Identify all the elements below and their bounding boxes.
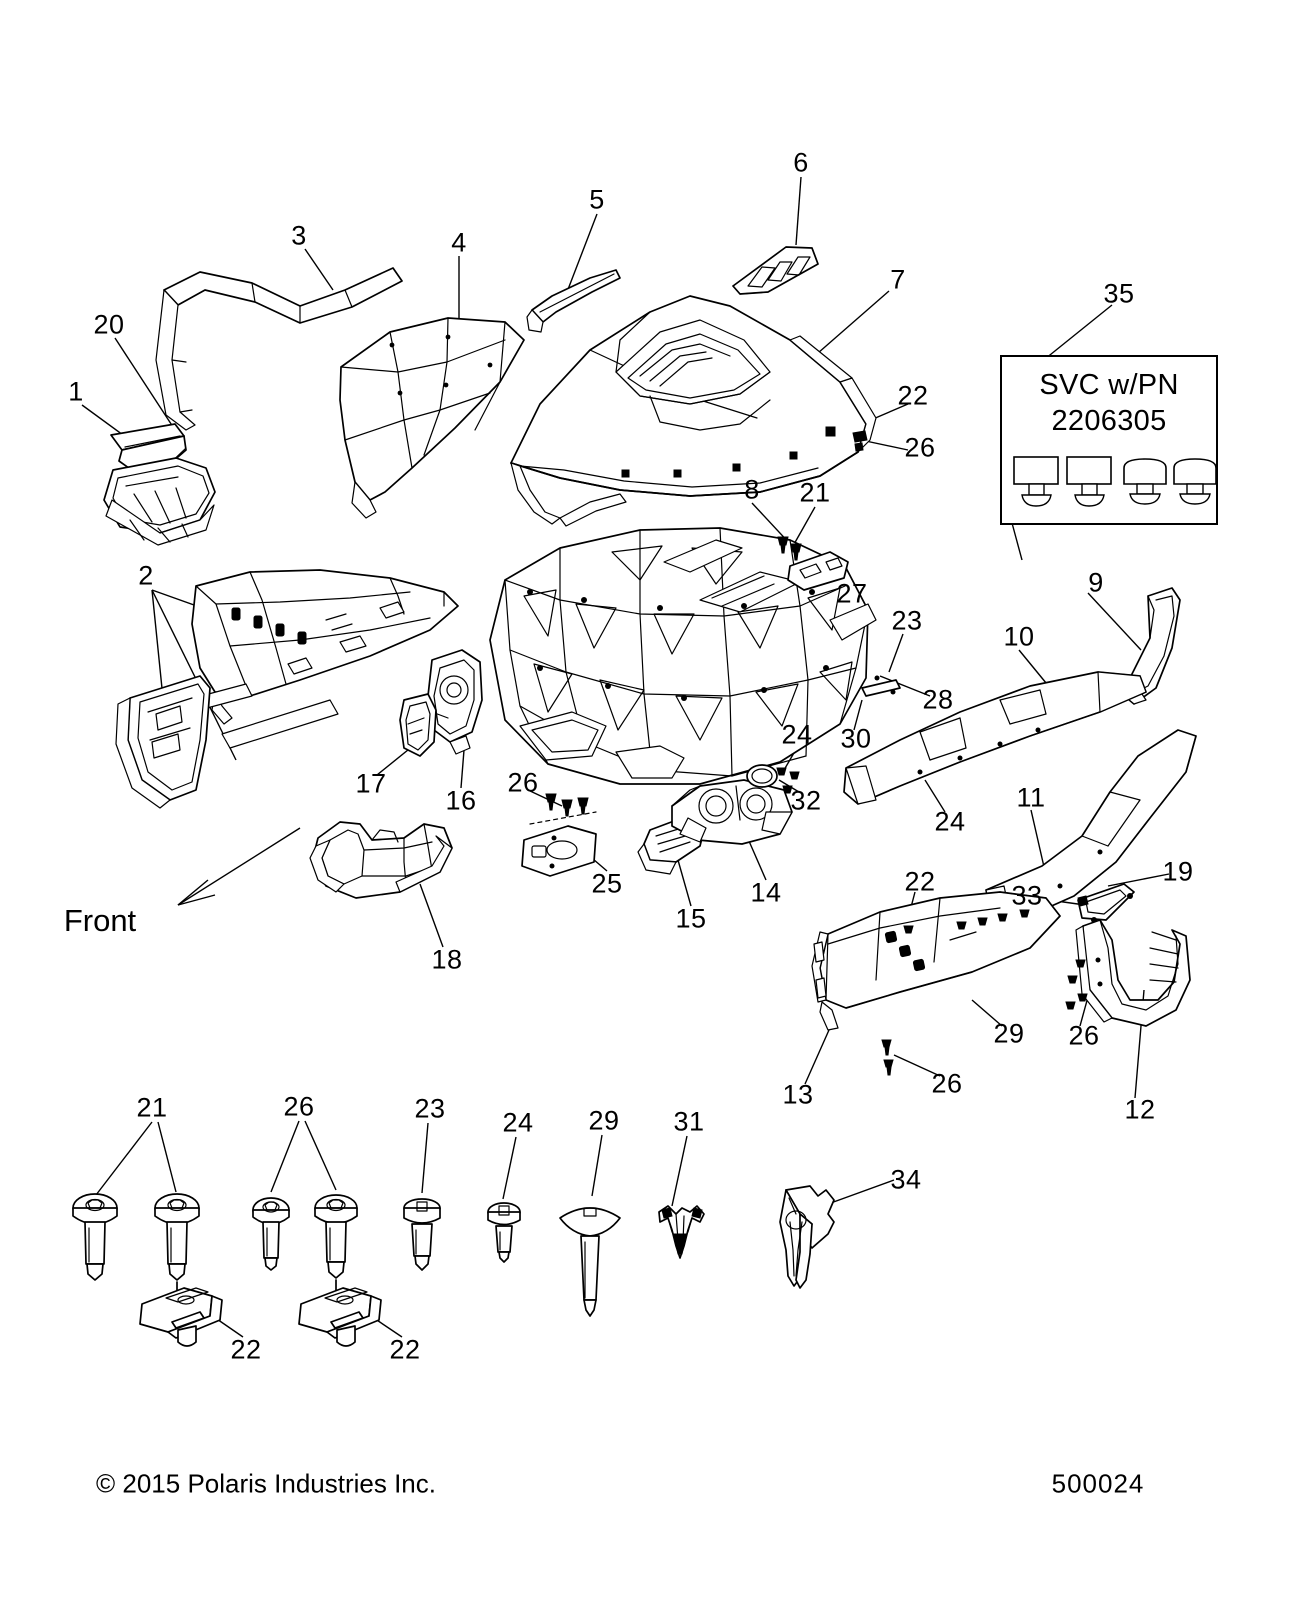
fasteners-26-near-scoop (1065, 959, 1088, 1010)
callout-number: 24 (781, 719, 813, 750)
callout-number: 24 (934, 806, 966, 837)
callout-number: 22 (389, 1334, 421, 1365)
svc-line-2: 2206305 (1051, 405, 1167, 438)
round-head-grommet-icon (1173, 458, 1217, 505)
callout-number: 28 (922, 684, 954, 715)
square-head-grommet-icon (1013, 456, 1059, 507)
round-head-grommet-icon (1123, 458, 1167, 505)
callout-number: 1 (68, 376, 84, 407)
part-7-hood-assembly (510, 295, 877, 527)
part-4-front-fender-panel (339, 317, 525, 519)
callout-number: 12 (1124, 1094, 1156, 1125)
copyright-notice: © 2015 Polaris Industries Inc. (96, 1468, 436, 1499)
callout-number: 21 (136, 1092, 168, 1123)
callout-number: 16 (445, 785, 477, 816)
callout-number: 23 (414, 1093, 446, 1124)
fasteners-26-near-plate (545, 793, 589, 817)
rivet-29 (559, 1207, 621, 1317)
callout-number: 22 (230, 1334, 262, 1365)
front-direction-label: Front (63, 903, 137, 938)
callout-number: 20 (93, 309, 125, 340)
screw-23 (403, 1198, 441, 1271)
part-2-left-side-panel-assembly (115, 569, 459, 809)
callout-number: 29 (993, 1018, 1025, 1049)
drawing-number: 500024 (1051, 1468, 1145, 1499)
svc-grommet-icons (1013, 456, 1217, 507)
bolt-21-a (72, 1193, 118, 1281)
square-head-grommet-icon (1066, 456, 1112, 507)
callout-number: 9 (1088, 567, 1104, 598)
callout-number: 25 (591, 868, 623, 899)
part-25-mounting-plate (521, 811, 597, 877)
bolt-26-b (314, 1194, 358, 1309)
callout-number: 26 (507, 767, 539, 798)
callout-number: 26 (931, 1068, 963, 1099)
callout-number: 6 (793, 147, 809, 178)
part-13-right-rocker-panel-edge (819, 1001, 839, 1031)
callout-number: 35 (1103, 278, 1135, 309)
bolt-21-b (154, 1193, 200, 1311)
callout-number: 11 (1016, 782, 1046, 813)
fasteners-24-near-pod (776, 767, 800, 794)
callout-number: 8 (744, 474, 760, 505)
part-12-rear-vent-scoop (1075, 919, 1191, 1027)
part-32-light-lens-cap (746, 764, 778, 788)
part-14-headlight-pod-assembly (671, 779, 793, 845)
part-1-front-lower-fascia (103, 457, 216, 546)
callout-number: 14 (750, 877, 782, 908)
fastener-21-near-frame (777, 536, 802, 561)
callout-number: 17 (355, 768, 387, 799)
callout-number: 22 (904, 866, 936, 897)
callout-number: 31 (673, 1106, 705, 1137)
callout-number: 13 (782, 1079, 814, 1110)
part-8-chassis-frame-support (489, 527, 877, 785)
callout-number: 33 (1011, 880, 1043, 911)
callout-number: 21 (799, 477, 831, 508)
part-16-latch-bracket-right (427, 649, 483, 755)
part-3-upper-hood-trim-left (155, 267, 403, 431)
clip-31 (658, 1205, 705, 1259)
service-kit-box: SVC w/PN 2206305 (1000, 355, 1218, 525)
callout-number: 5 (589, 184, 605, 215)
callout-number: 26 (283, 1091, 315, 1122)
callout-number: 22 (897, 380, 929, 411)
callout-number: 32 (790, 785, 822, 816)
part-28-retainer-strip (861, 675, 901, 697)
callout-number: 4 (451, 227, 467, 258)
callout-number: 27 (836, 578, 868, 609)
part-17-latch-bracket-left (399, 693, 437, 757)
callout-number: 29 (588, 1105, 620, 1136)
fasteners-22-26-near-panel (881, 909, 1030, 1076)
clip-nut-22-a (139, 1287, 223, 1347)
callout-number: 3 (291, 220, 307, 251)
part-18-front-bumper-brace (309, 821, 453, 899)
edge-trim-34 (779, 1185, 835, 1289)
svc-line-1: SVC w/PN (1039, 369, 1179, 401)
callout-number: 7 (890, 264, 906, 295)
part-6-hood-vent-grille (732, 246, 819, 295)
callout-number: 15 (675, 903, 707, 934)
callout-number: 18 (431, 944, 463, 975)
callout-number: 26 (904, 432, 936, 463)
clip-nut-22-b (298, 1287, 382, 1347)
screw-24 (487, 1202, 521, 1263)
callout-number: 26 (1068, 1020, 1100, 1051)
part-19-corner-gusset (1077, 883, 1135, 923)
part-5-hood-trim-strip (526, 269, 621, 333)
callout-number: 24 (502, 1107, 534, 1138)
part-27-frame-clip-strip (787, 551, 849, 591)
bolt-26-a (252, 1197, 290, 1271)
callout-number: 2 (138, 560, 154, 591)
callout-number: 23 (891, 605, 923, 636)
callout-number: 19 (1162, 856, 1194, 887)
callout-number: 30 (840, 723, 872, 754)
part-10-right-upper-side-rail (843, 671, 1147, 805)
callout-number: 10 (1003, 621, 1035, 652)
callout-number: 34 (890, 1164, 922, 1195)
